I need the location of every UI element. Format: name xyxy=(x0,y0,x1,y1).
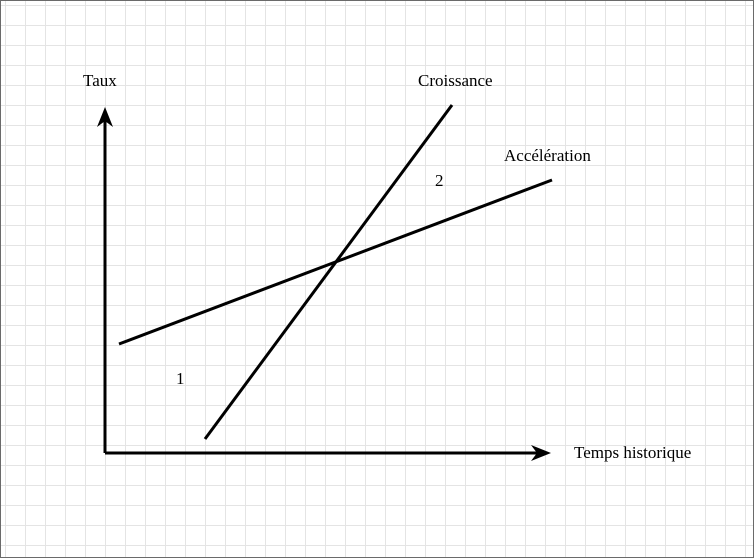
acceleration-line xyxy=(118,178,553,346)
y-axis-arrowhead xyxy=(97,107,113,127)
croissance-line xyxy=(203,104,454,440)
acceleration-label: Accélération xyxy=(504,146,591,165)
x-axis-arrowhead xyxy=(531,445,551,461)
x-axis-label: Temps historique xyxy=(574,443,691,462)
croissance-label: Croissance xyxy=(418,71,493,90)
region-1-label: 1 xyxy=(176,369,185,388)
region-2-label: 2 xyxy=(435,171,444,190)
y-axis-label: Taux xyxy=(83,71,117,90)
